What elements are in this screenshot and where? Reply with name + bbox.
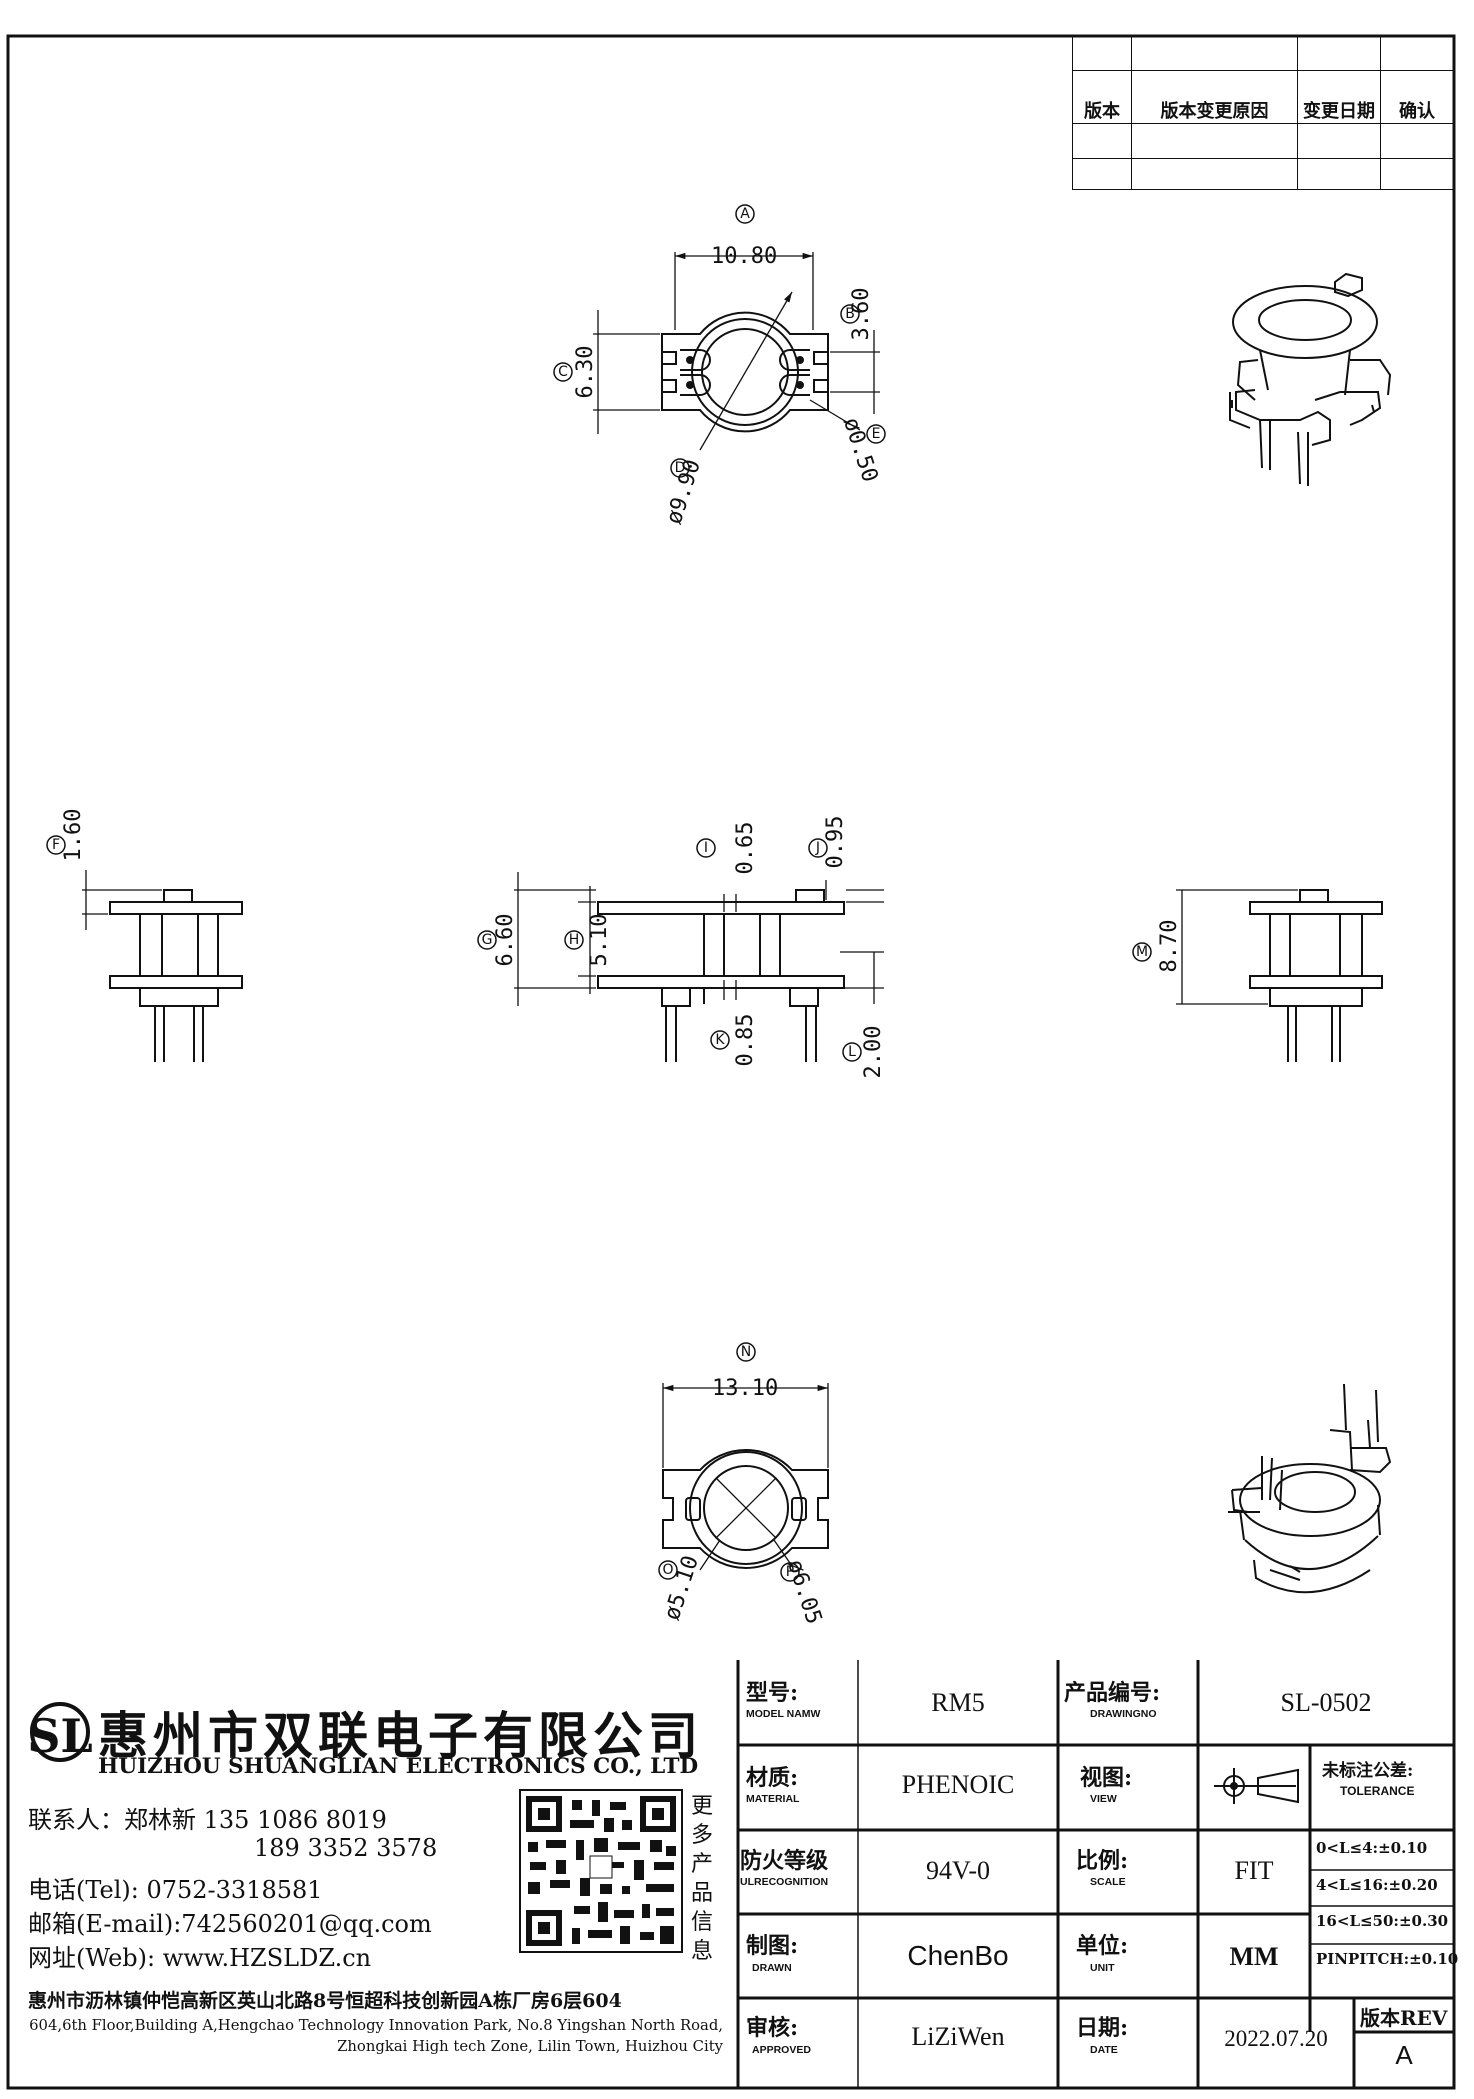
revision-table: 版本 版本变更原因 变更日期 确认 — [1072, 36, 1453, 190]
more-info-text: 更多产 品信息 — [690, 1794, 713, 1964]
contact-person: 联系人：郑林新 135 1086 8019 — [28, 1806, 387, 1834]
projection-symbol — [1214, 1768, 1299, 1804]
dim-C-label: C — [558, 364, 568, 380]
unit-label: 单位: — [1076, 1933, 1129, 1959]
tolerance-sub: TOLERANCE — [1340, 1784, 1415, 1798]
contact-email: 邮箱(E-mail):742560201@qq.com — [28, 1910, 432, 1938]
company-logo: SL — [27, 1702, 93, 1763]
material-value: PHENOIC — [901, 1770, 1015, 1799]
bottom-view — [662, 1383, 829, 1571]
svg-text:SL: SL — [27, 1709, 93, 1763]
dim-C-value: 6.30 — [573, 346, 598, 399]
address-en: 604,6th Floor,Building A,Hengchao Techno… — [29, 2017, 723, 2055]
dim-M-value: 8.70 — [1157, 920, 1182, 973]
rev-value: A — [1395, 2040, 1413, 2070]
model-sub: MODEL NAMW — [746, 1708, 821, 1720]
dim-L-label: L — [848, 1044, 856, 1060]
company-name-en: HUIZHOU SHUANGLIAN ELECTRONICS CO., LTD — [98, 1754, 699, 1779]
tolerance-row-1: 0<L≤4:±0.10 — [1316, 1839, 1428, 1857]
dim-K-label: K — [715, 1032, 725, 1048]
drawn-value: ChenBo — [907, 1940, 1009, 1971]
dim-J-label: J — [815, 840, 820, 856]
dim-F-value: 1.60 — [61, 809, 86, 862]
rev-header-reason: 版本变更原因 — [1131, 69, 1298, 124]
approved-value: LiZiWen — [911, 2022, 1005, 2051]
tolerance-label: 未标注公差: — [1322, 1761, 1414, 1781]
rev-header-date: 变更日期 — [1297, 69, 1381, 124]
dim-B-label: B — [845, 306, 855, 322]
dim-D-label: D — [675, 460, 686, 476]
unit-value: MM — [1229, 1942, 1279, 1971]
view-sub: VIEW — [1090, 1793, 1117, 1805]
dim-K-value: 0.85 — [733, 1014, 758, 1067]
tolerance-row-3: 16<L≤50:±0.30 — [1316, 1912, 1449, 1930]
fire-rating-label: 防火等级 — [740, 1848, 829, 1874]
dim-M-label: M — [1136, 944, 1148, 960]
dim-N-value: 13.10 — [712, 1376, 778, 1401]
dim-A-value: 10.80 — [711, 244, 777, 269]
drawn-sub: DRAWN — [752, 1962, 792, 1974]
view-label: 视图: — [1080, 1765, 1133, 1791]
company-name-cn: 惠州市双联电子有限公司 — [98, 1706, 703, 1765]
dim-B-value: 3.60 — [849, 288, 874, 341]
material-label: 材质: — [746, 1765, 799, 1791]
bottom-view-dimension-texts: 13.10 N ø5.10 O ø6.05 P — [658, 1342, 826, 1627]
fire-rating-sub: ULRECOGNITION — [740, 1876, 829, 1888]
dim-H-label: H — [569, 932, 580, 948]
top-view-dimension-texts: 10.80 A 6.30 C 3.60 B ø9.90 D ø0.50 E — [553, 204, 886, 527]
dim-H-value: 5.10 — [587, 914, 612, 967]
drawn-label: 制图: — [746, 1933, 799, 1959]
tolerance-row-4: PINPITCH:±0.10 — [1316, 1950, 1459, 1968]
drawing-no-label: 产品编号: — [1064, 1680, 1161, 1706]
qr-code — [519, 1789, 683, 1953]
model-value: RM5 — [931, 1688, 985, 1717]
scale-sub: SCALE — [1090, 1876, 1126, 1888]
tolerance-row-2: 4<L≤16:±0.20 — [1316, 1876, 1438, 1894]
dim-G-label: G — [482, 932, 493, 948]
rev-header-confirm: 确认 — [1380, 69, 1453, 124]
top-view — [593, 252, 880, 451]
dim-N-label: N — [741, 1344, 751, 1360]
dim-I-value: 0.65 — [733, 822, 758, 875]
scale-label: 比例: — [1076, 1848, 1129, 1874]
dim-L-value: 2.00 — [861, 1026, 886, 1079]
rev-header-version: 版本 — [1072, 69, 1132, 124]
title-block-grid — [736, 1660, 1454, 2088]
approved-sub: APPROVED — [752, 2044, 811, 2056]
model-label: 型号: — [746, 1680, 799, 1706]
contact-tel: 电话(Tel): 0752-3318581 — [28, 1876, 323, 1904]
isometric-view-bottom — [1228, 1383, 1392, 1594]
dim-J-value: 0.95 — [823, 816, 848, 869]
drawing-border — [6, 34, 1456, 2090]
front-view — [514, 872, 884, 1062]
dim-P-label: P — [786, 1564, 794, 1580]
unit-sub: UNIT — [1090, 1962, 1115, 1974]
dim-A-label: A — [740, 206, 750, 222]
dim-G-value: 6.60 — [493, 914, 518, 967]
approved-label: 审核: — [746, 2015, 799, 2041]
contact-web: 网址(Web): www.HZSLDZ.cn — [28, 1944, 372, 1972]
front-view-dimension-texts: 6.60 G 5.10 H 0.65 I 0.95 J 0.85 K 2.00 … — [477, 816, 886, 1079]
drawing-no-value: SL-0502 — [1280, 1688, 1372, 1717]
dim-F-label: F — [52, 837, 60, 853]
date-value: 2022.07.20 — [1224, 2026, 1328, 2051]
rev-label: 版本REV — [1360, 2006, 1448, 2030]
address-cn: 惠州市沥林镇仲恺高新区英山北路8号恒超科技创新园A栋厂房6层604 — [28, 1990, 622, 2012]
left-view — [82, 870, 243, 1062]
right-view — [1176, 889, 1383, 1062]
date-sub: DATE — [1090, 2044, 1118, 2056]
scale-value: FIT — [1234, 1856, 1274, 1885]
date-label: 日期: — [1076, 2015, 1129, 2041]
fire-rating-value: 94V-0 — [925, 1856, 991, 1885]
dim-I-label: I — [704, 840, 708, 856]
material-sub: MATERIAL — [746, 1793, 800, 1805]
contact-phone-2: 189 3352 3578 — [254, 1834, 438, 1862]
drawing-no-sub: DRAWINGNO — [1090, 1708, 1157, 1720]
dim-E-label: E — [872, 426, 881, 442]
dim-O-label: O — [662, 1562, 673, 1578]
isometric-view-top — [1229, 272, 1392, 486]
